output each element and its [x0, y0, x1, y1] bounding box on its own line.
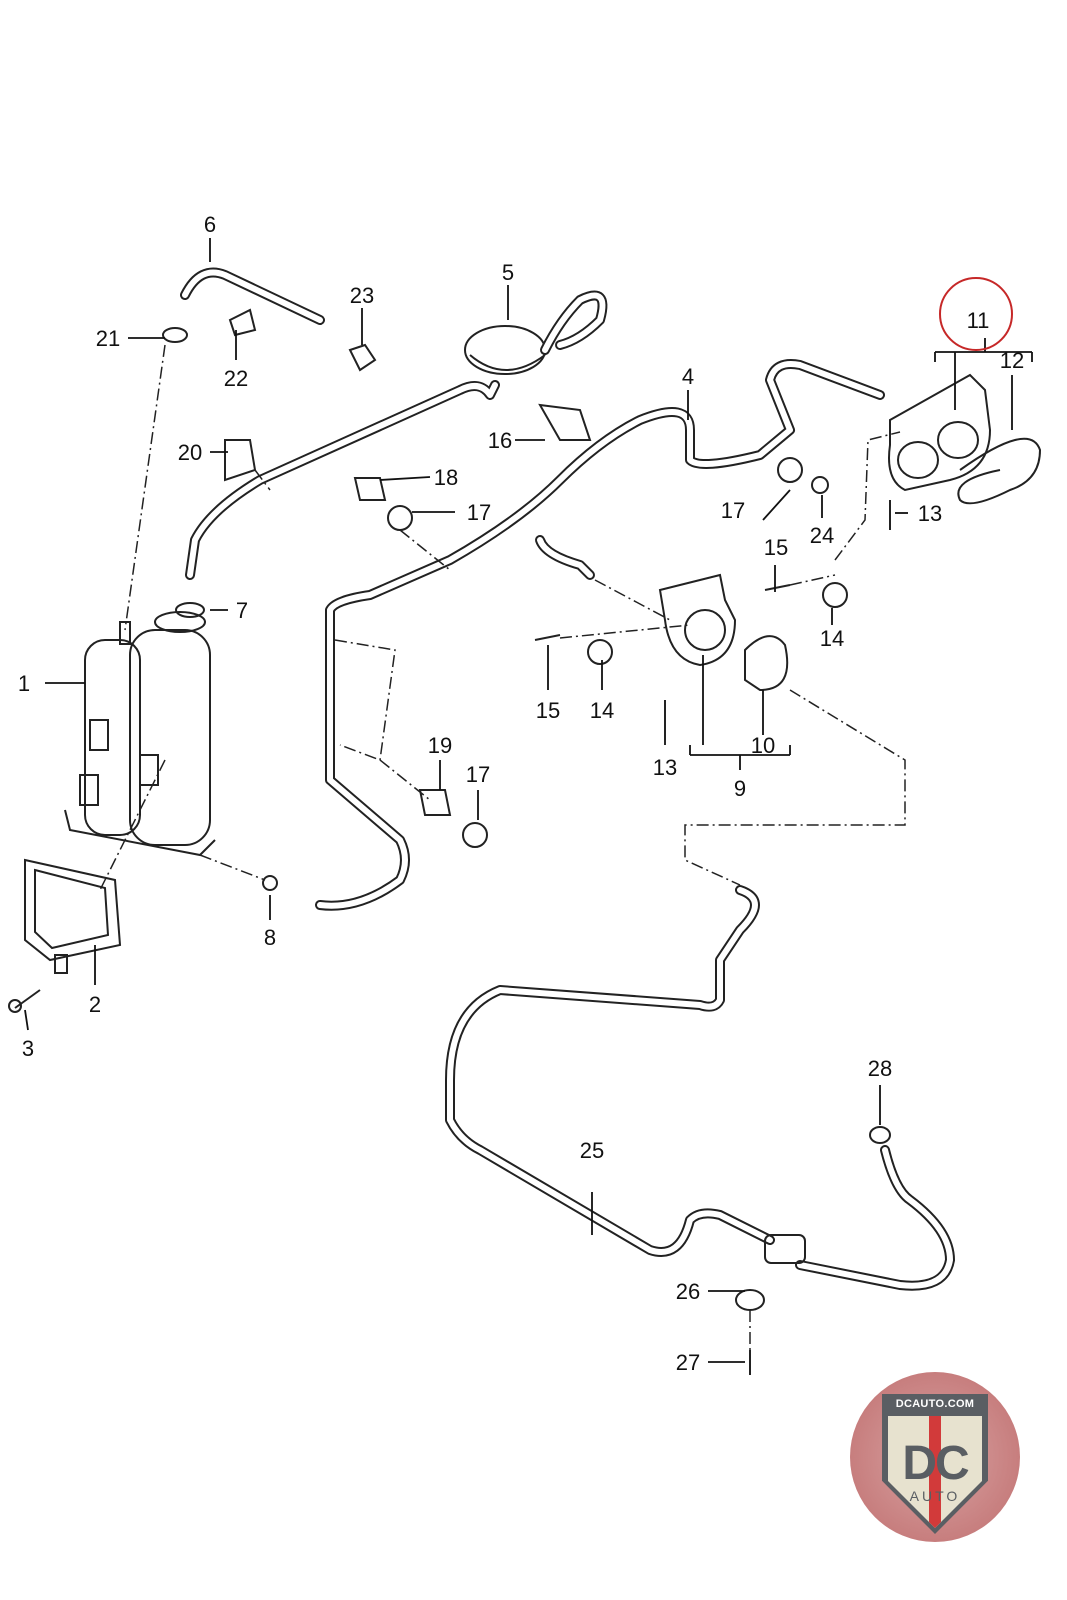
callout-15b: 15	[764, 535, 788, 560]
clip-8	[262, 875, 278, 891]
callout-22: 22	[224, 366, 248, 391]
callout-14b: 14	[820, 626, 844, 651]
callout-18: 18	[434, 465, 458, 490]
clamp-16	[538, 403, 592, 441]
logo-mark-text: DC	[902, 1437, 969, 1490]
callout-24: 24	[810, 523, 834, 548]
grommet-17b	[777, 457, 803, 483]
callout-17a: 17	[467, 500, 491, 525]
seal-12	[957, 437, 1042, 505]
callout-19: 19	[428, 733, 452, 758]
clamp-18	[353, 477, 387, 501]
callout-23: 23	[350, 283, 374, 308]
callout-7: 7	[236, 598, 248, 623]
grommet-17a	[387, 505, 413, 531]
callout-11: 11	[967, 308, 990, 333]
callout-13a: 13	[653, 755, 677, 780]
callout-13b: 13	[918, 501, 942, 526]
callout-6: 6	[204, 212, 216, 237]
callout-10: 10	[751, 733, 775, 758]
callout-20: 20	[178, 440, 202, 465]
clamp-24	[811, 476, 829, 494]
callout-17c: 17	[466, 762, 490, 787]
grommet-17c	[462, 822, 488, 848]
bolt-15a	[534, 634, 561, 641]
callout-15a: 15	[536, 698, 560, 723]
callout-28: 28	[868, 1056, 892, 1081]
clamp-26	[735, 1289, 765, 1311]
callout-12: 12	[1000, 348, 1024, 373]
callout-4: 4	[682, 364, 694, 389]
clamp-14b	[822, 582, 848, 608]
seal-10	[744, 635, 789, 692]
callout-3: 3	[22, 1036, 34, 1061]
hose-6	[180, 267, 325, 325]
callout-9: 9	[734, 776, 746, 801]
clamp-7	[175, 602, 205, 618]
logo-shield: DCAUTO.COM DC AUTO	[882, 1394, 988, 1534]
callout-17b: 17	[721, 498, 745, 523]
callout-5: 5	[502, 260, 514, 285]
bracket-2	[24, 858, 122, 974]
clamp-22	[228, 308, 257, 337]
hose-25	[445, 885, 955, 1311]
clamp-19	[418, 789, 452, 816]
logo-shield-inner: DC AUTO	[888, 1416, 982, 1528]
callout-1: 1	[18, 671, 30, 696]
valve-23	[348, 343, 377, 372]
logo-stripe	[929, 1416, 941, 1528]
filter-26-body	[764, 1234, 806, 1264]
bracket-11	[888, 373, 992, 492]
clamp-20	[224, 439, 257, 482]
clamp-21	[162, 327, 188, 343]
callout-25: 25	[580, 1138, 604, 1163]
callout-2: 2	[89, 992, 101, 1017]
canister-1	[64, 611, 216, 857]
dcauto-watermark-logo: DCAUTO.COM DC AUTO	[850, 1372, 1020, 1542]
valve-5	[464, 290, 608, 375]
callout-16: 16	[488, 428, 512, 453]
bolt-15b	[764, 584, 791, 591]
highlight-circle-11	[939, 277, 1013, 351]
clamp-14a	[587, 639, 613, 665]
callout-26: 26	[676, 1279, 700, 1304]
callout-8: 8	[264, 925, 276, 950]
screw-3	[8, 989, 41, 1013]
clamp-28	[869, 1126, 891, 1144]
callout-27: 27	[676, 1350, 700, 1375]
bracket-9	[658, 573, 737, 667]
callout-14a: 14	[590, 698, 614, 723]
logo-url-text: DCAUTO.COM	[895, 1398, 975, 1410]
hose-4	[315, 359, 885, 911]
callout-21: 21	[96, 326, 120, 351]
hose-canister-to-valve	[185, 380, 500, 580]
logo-sub-text: AUTO	[909, 1488, 961, 1504]
